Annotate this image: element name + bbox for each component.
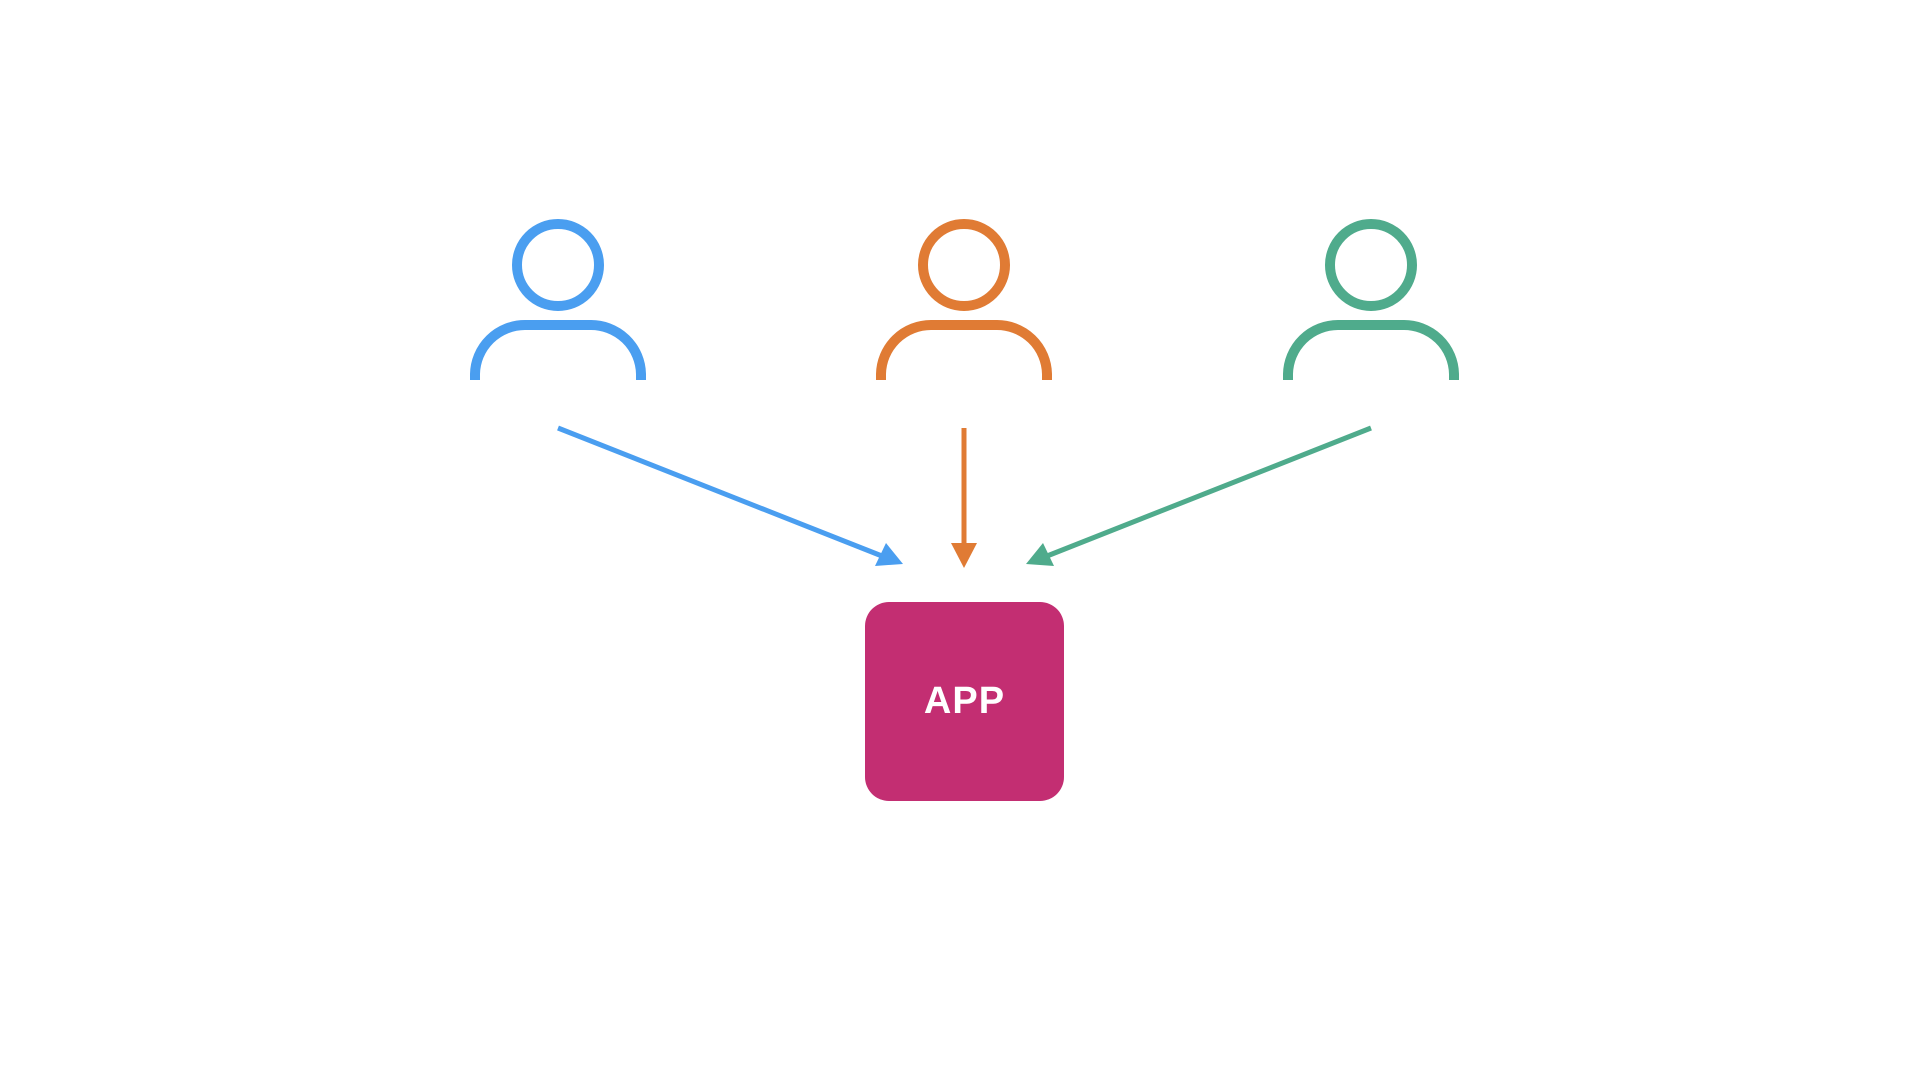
user-shoulders bbox=[470, 319, 646, 380]
user-icon bbox=[876, 219, 1052, 380]
arrow bbox=[557, 425, 903, 566]
user-icon bbox=[470, 219, 646, 380]
user-head bbox=[918, 219, 1010, 311]
user-shoulders bbox=[876, 319, 1052, 380]
app-box: APP bbox=[865, 602, 1064, 801]
user-icon bbox=[1283, 219, 1459, 380]
arrow-head bbox=[1026, 543, 1054, 566]
app-label: APP bbox=[923, 680, 1006, 722]
user-head bbox=[512, 219, 604, 311]
arrow-shaft bbox=[557, 425, 888, 561]
arrow bbox=[951, 428, 977, 568]
user-shoulders bbox=[1283, 319, 1459, 380]
arrow-head bbox=[875, 543, 903, 566]
user-head bbox=[1325, 219, 1417, 311]
arrow bbox=[1026, 425, 1372, 566]
arrow-head bbox=[951, 543, 977, 568]
arrow-shaft bbox=[1041, 425, 1372, 561]
